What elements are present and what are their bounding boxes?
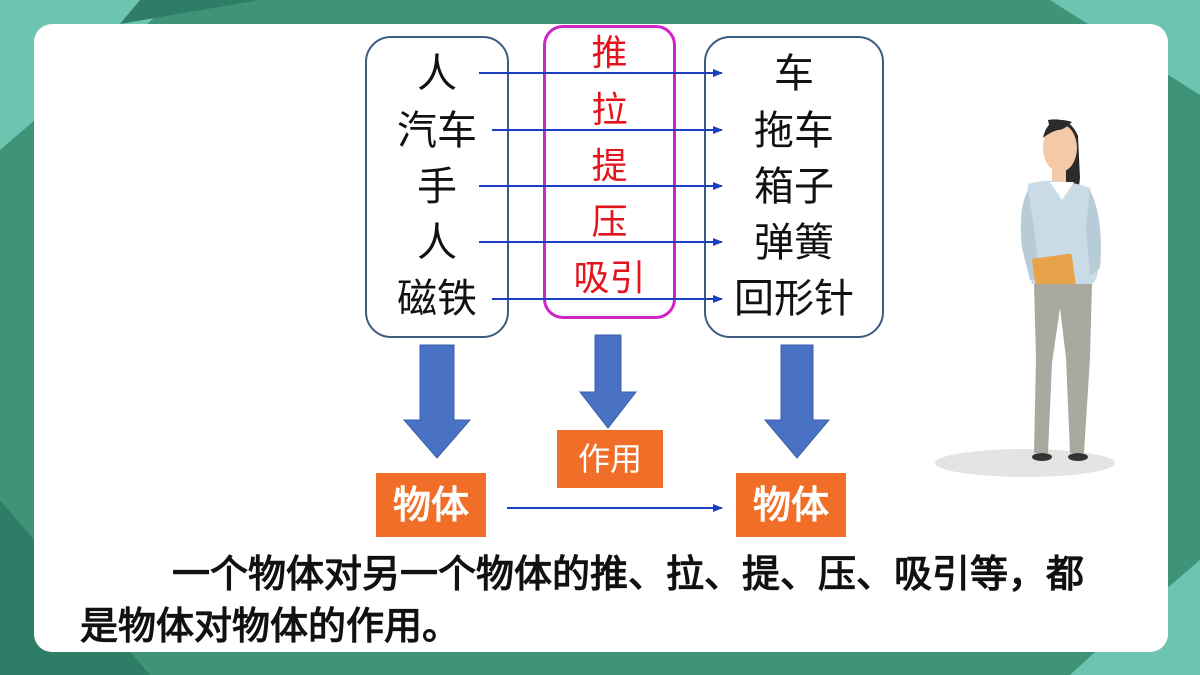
- conclusion-text: 一个物体对另一个物体的推、拉、提、压、吸引等，都是物体对物体的作用。: [80, 552, 1085, 648]
- action-tag: 作用: [557, 430, 663, 488]
- target-item: 车: [774, 51, 814, 97]
- source-item: 手: [417, 164, 457, 210]
- target-item: 弹簧: [754, 220, 834, 266]
- source-item: 人: [417, 51, 457, 97]
- target-item: 回形针: [734, 276, 854, 322]
- target-object-tag: 物体: [736, 473, 846, 537]
- action-item: 拉: [591, 90, 628, 131]
- source-item: 汽车: [397, 108, 477, 154]
- source-item: 人: [417, 220, 457, 266]
- target-objects-frame: [704, 36, 884, 338]
- source-item: 磁铁: [397, 276, 477, 322]
- action-item: 吸引: [573, 258, 646, 299]
- source-objects-frame: [365, 36, 509, 338]
- target-item: 拖车: [754, 108, 834, 154]
- teacher-illustration: [935, 119, 1115, 477]
- target-item: 箱子: [754, 164, 834, 210]
- source-object-tag: 物体: [376, 473, 486, 537]
- action-item: 推: [591, 33, 628, 74]
- action-item: 压: [591, 202, 628, 243]
- action-item: 提: [591, 146, 628, 187]
- actions-frame: [543, 25, 676, 319]
